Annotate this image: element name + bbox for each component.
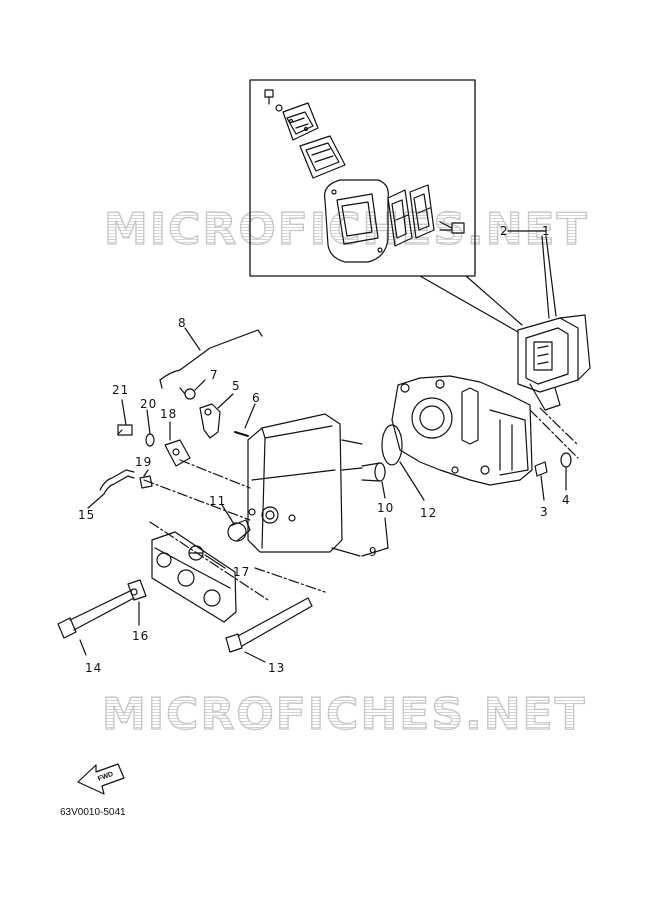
callout-12: 12: [420, 506, 438, 520]
fwd-label: FWD: [97, 771, 114, 783]
callout-14: 14: [85, 661, 103, 675]
washer-4-icon: [560, 452, 572, 491]
callout-13: 13: [268, 661, 286, 675]
callout-15: 15: [78, 508, 96, 522]
lower-cover-panel: [151, 531, 237, 623]
inset-bolt-icon: [439, 221, 465, 234]
callout-17: 17: [233, 565, 251, 579]
clip-icon: [179, 387, 196, 400]
callout-8: 8: [178, 316, 187, 330]
callout-9: 9: [369, 545, 378, 559]
callout-20: 20: [140, 397, 158, 411]
assembly-line: [143, 407, 579, 601]
long-bolt-13-icon: [225, 597, 313, 653]
screw-icon: [117, 399, 133, 436]
intake-pipe-icon: [361, 462, 386, 482]
callout-7: 7: [210, 368, 219, 382]
plug-icon: [227, 519, 251, 542]
callout-6: 6: [252, 391, 261, 405]
o-ring-icon: [381, 424, 403, 466]
callout-3: 3: [540, 505, 549, 519]
callout-18: 18: [160, 407, 178, 421]
bolt-icon: [534, 461, 548, 501]
inset-detail-box: [249, 79, 476, 277]
callout-19: 19: [135, 455, 153, 469]
pin-icon: [234, 431, 249, 437]
reed-valve-icon: [387, 184, 435, 247]
forward-arrow-icon: FWD: [77, 763, 125, 795]
callout-4: 4: [562, 493, 571, 507]
nipple-icon: [139, 469, 153, 489]
long-bolt-14-icon: [57, 589, 135, 639]
choke-lever-icon: [199, 403, 221, 439]
hose-icon: [99, 469, 135, 495]
reference-code: 63V0010-5041: [60, 807, 126, 818]
callout-10: 10: [377, 501, 395, 515]
link-icon: [164, 439, 191, 467]
callout-21: 21: [112, 383, 130, 397]
grommet-icon: [127, 579, 147, 601]
knob-icon: [188, 545, 204, 561]
callout-2: 2: [500, 224, 509, 238]
callout-11: 11: [209, 494, 227, 508]
washer-icon: [145, 409, 155, 447]
callout-16: 16: [132, 629, 150, 643]
choke-rod-icon: [159, 329, 263, 389]
silencer-box: [247, 413, 363, 553]
carburetor-body: [391, 375, 533, 486]
callout-5: 5: [232, 379, 241, 393]
watermark-bottom: MICROFICHES.NET: [101, 688, 587, 740]
callout-1: 1: [542, 224, 551, 238]
gasket-icon: [323, 179, 389, 263]
reed-valve-assembly: [517, 314, 591, 411]
inset-screw-icon: [264, 89, 283, 112]
reed-plate-icon: [282, 102, 346, 179]
